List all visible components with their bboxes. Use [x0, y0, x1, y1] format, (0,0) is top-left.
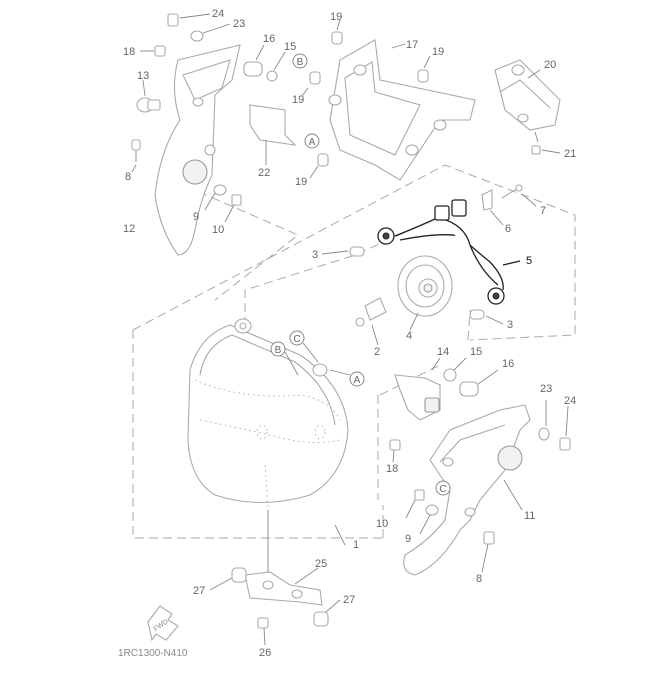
label-21: 21	[564, 148, 576, 160]
label-16-lower: 16	[502, 358, 514, 370]
grommet-19-b	[417, 55, 431, 83]
label-24-top: 24	[212, 8, 224, 20]
label-7: 7	[540, 205, 546, 217]
clip-10-top	[224, 194, 242, 223]
ref-a-mid-label: A	[354, 375, 361, 386]
label-23-top: 23	[233, 18, 245, 30]
grommet-16-lower	[459, 369, 499, 397]
collar-15-top	[266, 51, 286, 82]
label-5: 5	[526, 255, 532, 267]
label-3-lower: 3	[507, 319, 513, 331]
label-22: 22	[258, 167, 270, 179]
ref-marker-b-top: B	[292, 53, 308, 69]
label-17: 17	[406, 39, 418, 51]
label-19-a: 19	[330, 11, 342, 23]
nut-18-lower	[389, 439, 401, 463]
bolt-8-lower	[481, 531, 495, 573]
label-18-top: 18	[123, 46, 135, 58]
label-24-lower: 24	[564, 395, 576, 407]
label-10-top: 10	[212, 224, 224, 236]
headlight-bracket-center	[328, 39, 476, 181]
bolt-24-lower	[559, 405, 571, 451]
grommet-27-right	[313, 599, 341, 627]
label-26: 26	[259, 647, 271, 659]
label-8-top: 8	[125, 171, 131, 183]
label-14: 14	[437, 346, 449, 358]
ref-marker-b-mid: B	[270, 341, 286, 357]
part-labels: 24 23 18 13 8 12 9 10 16 15 19 22 19 19 …	[123, 8, 576, 659]
fwd-arrow-icon: FWD	[147, 605, 179, 642]
ref-b-mid-label: B	[275, 345, 282, 356]
grommet-19-c	[301, 71, 321, 97]
label-12: 12	[123, 223, 135, 235]
stay-bracket-20	[494, 59, 561, 131]
label-11: 11	[524, 510, 535, 522]
bracket-14	[394, 357, 441, 421]
label-27-left: 27	[193, 585, 205, 597]
lamp-unit-4	[397, 255, 453, 331]
grommet-19-d	[309, 153, 329, 179]
ref-marker-a-top: A	[304, 133, 320, 149]
headlight-stay-left	[154, 44, 241, 256]
grommet-16-top	[243, 44, 265, 77]
headlight-stay-right	[403, 404, 531, 576]
nut-18-top	[140, 45, 166, 57]
screw-7	[501, 184, 537, 207]
label-19-c: 19	[432, 46, 444, 58]
ref-b-top-label: B	[297, 57, 304, 68]
washer-23-top	[190, 23, 231, 42]
wire-harness	[377, 199, 521, 305]
label-18-lower: 18	[386, 463, 398, 475]
ref-marker-c-mid: C	[289, 330, 305, 346]
collar-15-lower	[443, 357, 467, 382]
bracket-22	[249, 104, 297, 165]
clamp-13	[136, 79, 161, 113]
diagram-code: 1RC1300-N410	[118, 648, 188, 659]
label-3-upper: 3	[312, 249, 318, 261]
label-19-b: 19	[292, 94, 304, 106]
bulb-2	[355, 297, 387, 346]
label-19-d: 19	[295, 176, 307, 188]
bolt-8-top	[131, 139, 141, 173]
label-15-lower: 15	[470, 346, 482, 358]
bolt-24-top	[167, 13, 211, 27]
label-15-top: 15	[284, 41, 296, 53]
terminal-6	[481, 189, 504, 226]
label-13: 13	[137, 70, 149, 82]
label-1: 1	[353, 539, 359, 551]
label-8-lower: 8	[476, 573, 482, 585]
nut-21	[531, 131, 561, 155]
bracket-25	[244, 510, 323, 606]
headlight-housing	[187, 318, 349, 511]
label-27-right: 27	[343, 594, 355, 606]
label-20: 20	[544, 59, 556, 71]
ref-c-mid-label: C	[293, 334, 300, 345]
label-9-lower: 9	[405, 533, 411, 545]
grommet-19-a	[331, 19, 343, 45]
label-6: 6	[505, 223, 511, 235]
ref-c-low-label: C	[439, 484, 446, 495]
washer-23-lower	[538, 400, 550, 441]
washer-9-top	[204, 184, 227, 211]
bulb-3-upper	[321, 246, 365, 257]
bolt-26	[257, 617, 269, 646]
label-16-top: 16	[263, 33, 275, 45]
label-2: 2	[374, 346, 380, 358]
label-4: 4	[406, 330, 412, 342]
ref-a-top-label: A	[309, 137, 316, 148]
ref-marker-a-mid: A	[349, 371, 365, 387]
label-9-top: 9	[193, 211, 199, 223]
bulb-3-lower	[469, 309, 504, 325]
clip-10-lower	[405, 489, 425, 519]
label-23-lower: 23	[540, 383, 552, 395]
label-25: 25	[315, 558, 327, 570]
washer-9-lower	[419, 504, 439, 535]
grommet-27-left	[209, 567, 247, 591]
ref-marker-c-low: C	[435, 480, 451, 496]
label-10-lower: 10	[376, 518, 388, 530]
